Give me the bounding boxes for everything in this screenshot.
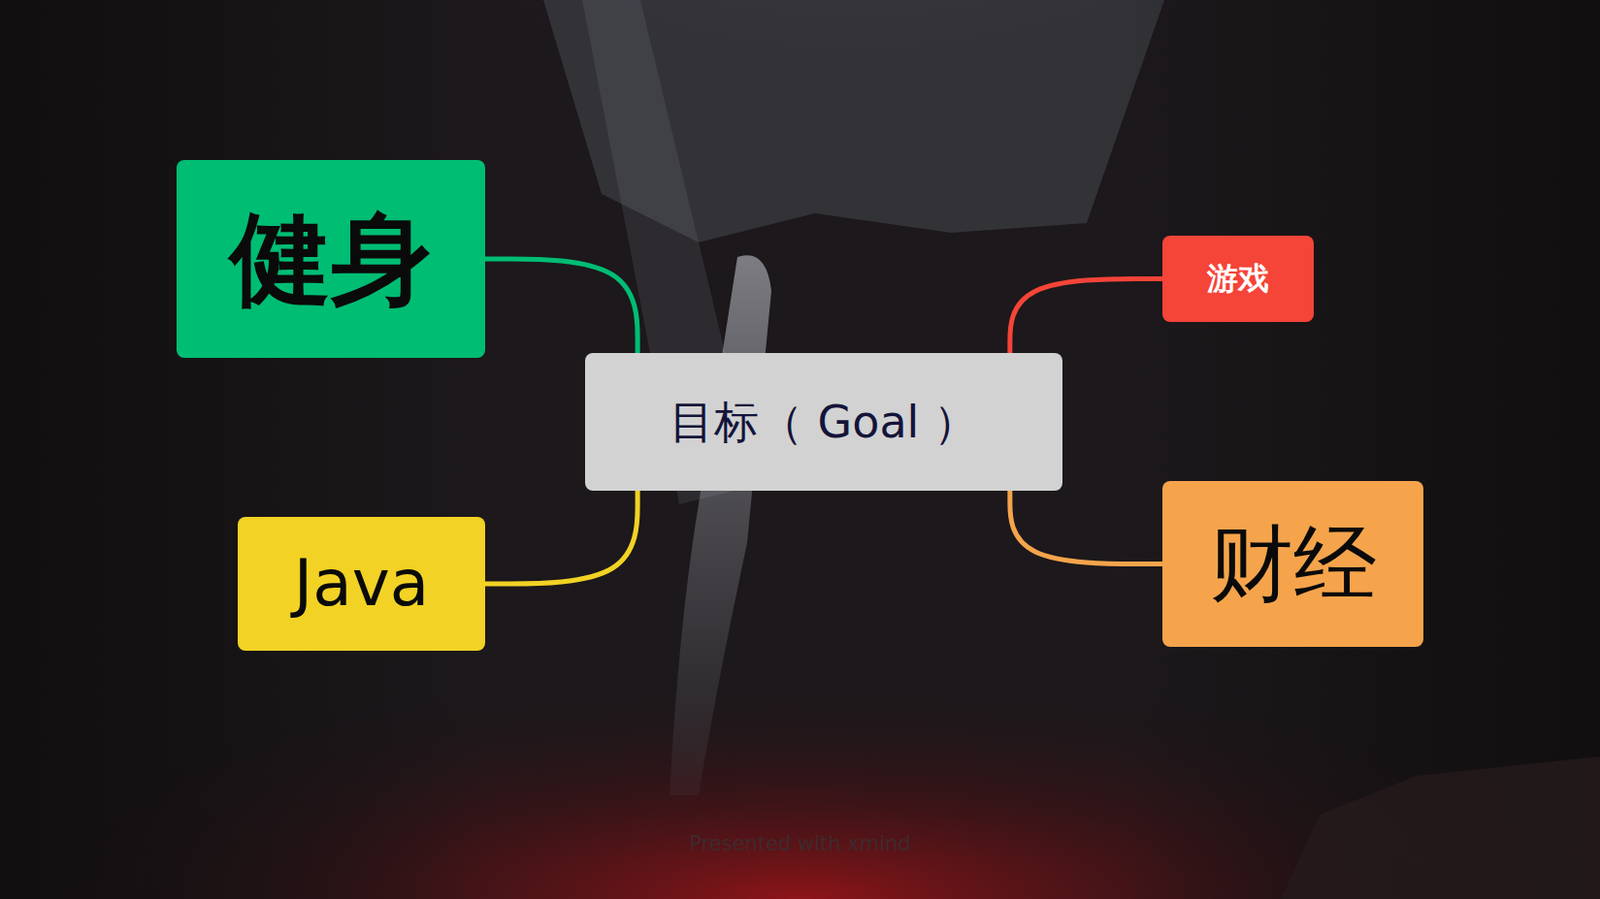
branch-connector	[485, 490, 638, 585]
topic-label: Java	[293, 549, 429, 621]
branch-connector	[1010, 279, 1163, 355]
branch-connector	[1010, 490, 1163, 565]
topic-label: 目标（ Goal ）	[669, 397, 979, 448]
main-topic-box: 健身	[176, 160, 486, 359]
topic-label: 健身	[229, 203, 432, 315]
watermark: Presented with xmind	[0, 832, 1600, 856]
main-topic-box: 财经	[1162, 481, 1424, 648]
topic-label: 财经	[1209, 518, 1377, 611]
main-topic-box: Java	[237, 517, 486, 652]
central-topic: 目标（ Goal ）	[585, 353, 1063, 491]
main-topic-box: 游戏	[1162, 235, 1314, 323]
branch-connector	[485, 259, 638, 354]
topic-label: 游戏	[1207, 261, 1270, 296]
